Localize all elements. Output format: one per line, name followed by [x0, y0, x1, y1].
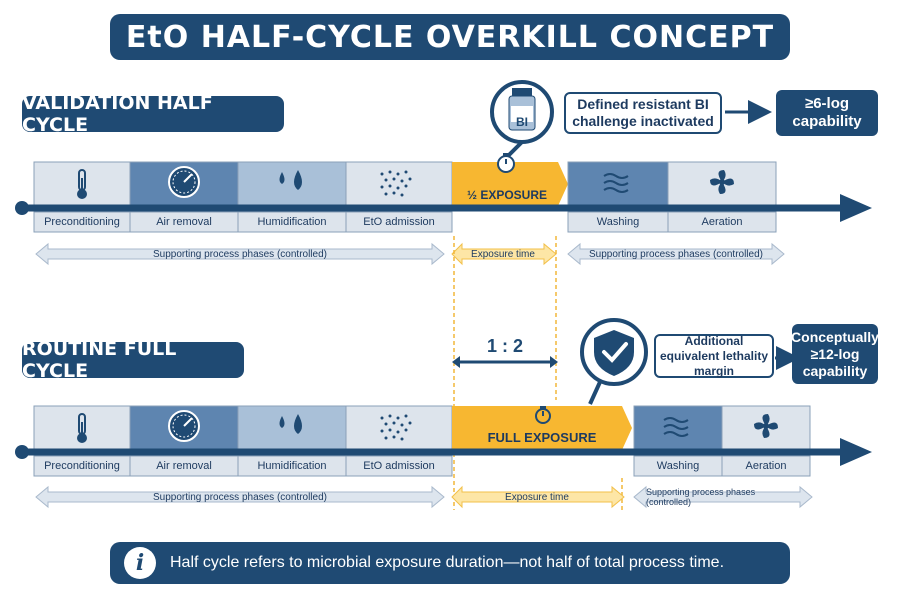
- validation-post-phase-label: Washing: [596, 216, 640, 228]
- validation-post-phase-label: Aeration: [701, 216, 743, 228]
- shield-check-icon: [580, 318, 648, 405]
- validation-support-right-arrow: [567, 242, 785, 266]
- bi-vial-bubble: [490, 80, 554, 158]
- footnote-bar: i Half cycle refers to microbial exposur…: [110, 542, 790, 584]
- info-icon: i: [124, 547, 156, 579]
- ratio-label: 1 : 2: [486, 336, 524, 356]
- water-drops-icon: [279, 170, 302, 190]
- validation-exposure-time-label: Exposure time: [471, 248, 535, 260]
- validation-support-left-arrow: [35, 242, 445, 266]
- validation-phase-label: EtO admission: [363, 216, 435, 228]
- waves-icon: [663, 417, 689, 437]
- validation-callout: Defined resistant BI challenge inactivat…: [564, 92, 722, 134]
- routine-humidification-tile: [237, 405, 347, 451]
- routine-section-label: ROUTINE FULL CYCLE: [22, 338, 244, 382]
- routine-support-right-arrow: [633, 485, 813, 509]
- routine-callout: Additional equivalent lethality margin: [654, 334, 774, 378]
- waves-icon: [603, 173, 629, 193]
- thermometer-icon: [77, 413, 87, 443]
- footnote-text: Half cycle refers to microbial exposure …: [170, 554, 725, 571]
- routine-phase-label: Humidification: [257, 460, 327, 472]
- routine-support-left-label: Supporting process phases (controlled): [153, 491, 327, 503]
- routine-phase-label: Air removal: [156, 460, 212, 472]
- validation-phase-label: Preconditioning: [44, 216, 120, 228]
- routine-phase-label: EtO admission: [363, 460, 435, 472]
- validation-eto-admission-tile: [345, 161, 453, 207]
- routine-post-phase-label: Washing: [656, 460, 700, 472]
- gauge-icon: [168, 410, 200, 442]
- routine-support-left-arrow: [35, 485, 445, 509]
- gas-dots-icon: [380, 170, 412, 197]
- routine-support-right-label: Supporting process phases (controlled): [646, 487, 756, 507]
- validation-phase-label: Air removal: [156, 216, 212, 228]
- bi-vial-label: BI: [516, 115, 528, 129]
- routine-exposure-label: FULL EXPOSURE: [487, 429, 597, 445]
- fan-icon: [710, 170, 734, 194]
- stopwatch-icon: [497, 153, 515, 173]
- validation-exposure-label: ½ EXPOSURE: [466, 188, 548, 202]
- validation-phase-label: Humidification: [257, 216, 327, 228]
- validation-support-right-label: Supporting process phases (controlled): [589, 248, 763, 260]
- validation-exposure-block: [452, 162, 568, 206]
- routine-exposure-time-arrow: [451, 485, 625, 509]
- routine-post-phase-label: Aeration: [745, 460, 787, 472]
- routine-eto-admission-tile: [345, 405, 453, 451]
- validation-support-left-label: Supporting process phases (controlled): [153, 248, 327, 260]
- fan-icon: [754, 414, 778, 438]
- gas-dots-icon: [380, 414, 412, 441]
- validation-humidification-tile: [237, 161, 347, 207]
- thermometer-icon: [77, 169, 87, 199]
- routine-exposure-block: [452, 406, 632, 450]
- gauge-icon: [168, 166, 200, 198]
- routine-exposure-time-label: Exposure time: [505, 491, 569, 503]
- water-drops-icon: [279, 414, 302, 434]
- page-title: EtO HALF-CYCLE OVERKILL CONCEPT: [110, 14, 790, 60]
- validation-section-label: VALIDATION HALF CYCLE: [22, 92, 284, 136]
- routine-phase-label: Preconditioning: [44, 460, 120, 472]
- stopwatch-icon: [535, 406, 551, 424]
- validation-capability-box: ≥6-log capability: [776, 90, 878, 136]
- routine-capability-box: Conceptually ≥12-log capability: [791, 324, 879, 384]
